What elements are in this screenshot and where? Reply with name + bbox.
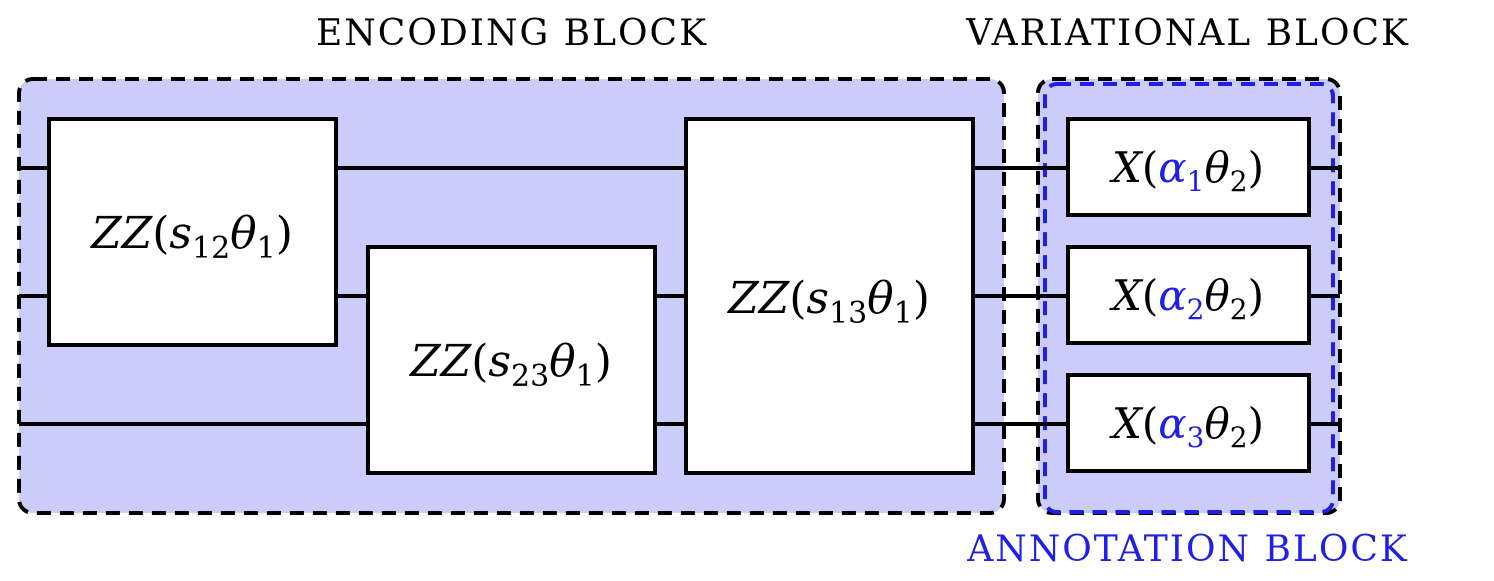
annotation-block-title: ANNOTATION BLOCK — [966, 529, 1409, 570]
gate-label: X(α1θ2) — [1109, 143, 1264, 198]
gate-label: ZZ(s12θ1) — [89, 208, 293, 266]
gate-label: ZZ(s23θ1) — [408, 336, 612, 394]
zz-gate-13: ZZ(s13θ1) — [684, 117, 975, 475]
gate-box — [684, 117, 975, 475]
gate-label: ZZ(s13θ1) — [726, 273, 930, 331]
x-gate-2: X(α2θ2) — [1066, 245, 1311, 345]
x-gate-1: X(α1θ2) — [1066, 117, 1311, 217]
gate-label: X(α3θ2) — [1109, 399, 1264, 454]
zz-gate-12: ZZ(s12θ1) — [47, 117, 338, 347]
x-gate-3: X(α3θ2) — [1066, 373, 1311, 473]
variational-block-title: VARIATIONAL BLOCK — [965, 13, 1410, 54]
gate-box — [1066, 117, 1311, 217]
gate-box — [1066, 245, 1311, 345]
gate-box — [1066, 373, 1311, 473]
zz-gate-23: ZZ(s23θ1) — [366, 245, 657, 475]
gate-label: X(α2θ2) — [1109, 271, 1264, 326]
gate-box — [366, 245, 657, 475]
encoding-block-title: ENCODING BLOCK — [316, 13, 708, 54]
gate-box — [47, 117, 338, 347]
